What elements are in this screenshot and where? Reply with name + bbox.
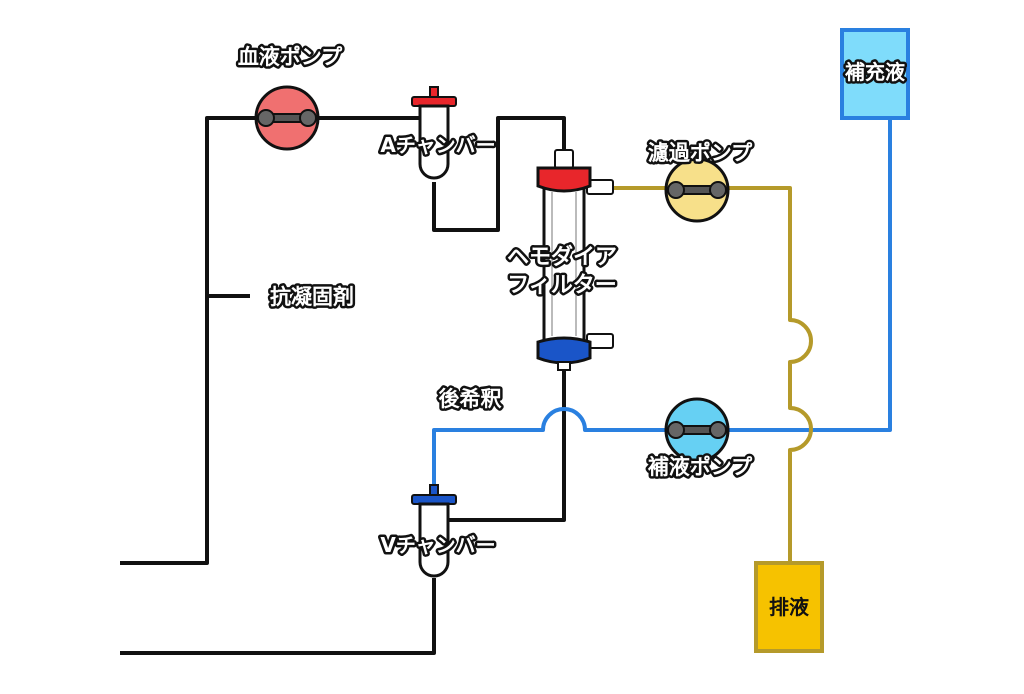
anticoagulant-label: 抗凝固剤: [270, 285, 354, 309]
a-chamber-loop-line: [432, 116, 566, 232]
arterial-line: [120, 116, 434, 565]
filter-label-line2: フィルター: [507, 273, 617, 298]
replacement-pump-label: 補液ポンプ: [647, 455, 753, 479]
blood-pump: [254, 85, 320, 151]
post-dilution-label: 後希釈: [439, 387, 503, 411]
filter-to-v-chamber-line: [434, 366, 566, 522]
a-chamber-label: Aチャンバー: [380, 133, 495, 157]
v-chamber-label: Vチャンバー: [380, 533, 495, 557]
v-chamber: [411, 484, 457, 578]
filtration-pump-label: 濾過ポンプ: [648, 141, 753, 165]
replacement-fluid-label: 補充液: [844, 60, 906, 84]
filter-label-line1: ヘモダイア: [507, 244, 617, 270]
replacement-pump: [664, 397, 730, 463]
replacement-fluid-line: [432, 118, 892, 494]
blood-pump-label: 血液ポンプ: [238, 45, 343, 69]
hemodiafilter: [536, 149, 614, 371]
blood-circuit-lines: [120, 116, 566, 655]
replacement-fluid-bag: 補充液: [840, 28, 910, 120]
drain-bag: 排液: [754, 561, 824, 653]
filtrate-drain-line: [608, 186, 813, 563]
venous-line: [120, 578, 436, 655]
drain-label: 排液: [769, 595, 810, 619]
a-chamber: [411, 86, 457, 180]
filtration-pump: [664, 157, 730, 223]
